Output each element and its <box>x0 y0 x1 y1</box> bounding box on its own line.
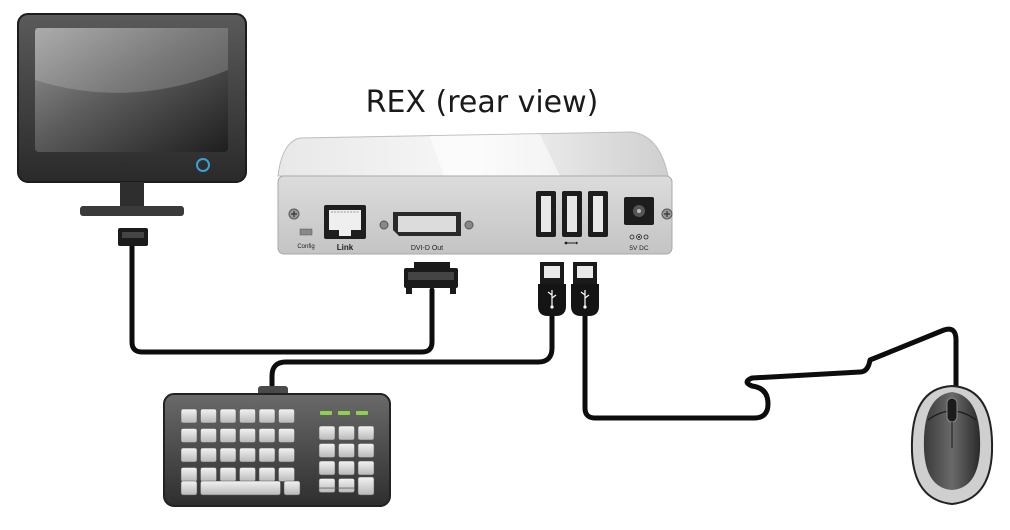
keyboard-key <box>357 425 375 441</box>
keyboard-key <box>180 447 198 463</box>
keyboard-key <box>258 428 276 443</box>
keyboard-key <box>357 460 375 476</box>
cables <box>129 243 959 421</box>
keyboard-key <box>357 476 375 496</box>
usb-icon <box>547 290 557 309</box>
keyboard-leds <box>320 411 368 415</box>
keyboard-key <box>278 428 295 443</box>
monitor-cable <box>129 243 435 355</box>
keyboard-keys <box>180 408 375 496</box>
keyboard-key <box>200 447 217 463</box>
screw-icon-right <box>661 208 673 220</box>
keyboard-key <box>219 447 237 463</box>
keyboard-key <box>338 478 355 493</box>
monitor-screen <box>35 28 228 152</box>
usb-icon <box>564 241 578 245</box>
keyboard-key <box>318 443 336 458</box>
keyboard-key <box>283 480 301 496</box>
monitor-neck <box>120 182 144 208</box>
rex-device: Config Link DVI-D Out <box>277 131 673 255</box>
dvi-out-port <box>379 212 474 236</box>
keyboard-key <box>200 408 217 424</box>
keyboard-key <box>278 447 295 463</box>
keyboard-key <box>338 443 355 458</box>
keyboard-key <box>258 467 276 482</box>
keyboard-key <box>338 425 355 441</box>
keyboard-key <box>278 467 295 482</box>
scroll-wheel <box>946 397 958 423</box>
power-port <box>624 197 654 225</box>
keyboard-key <box>338 460 355 476</box>
keyboard-key <box>180 467 198 482</box>
keyboard-key <box>278 408 295 424</box>
mouse-cable <box>582 313 959 421</box>
config-switch <box>299 228 313 236</box>
keyboard-key <box>180 428 198 443</box>
link-label: Link <box>337 243 354 252</box>
keyboard-key <box>258 447 276 463</box>
keyboard-key <box>318 460 336 476</box>
usb-plug-mouse <box>571 262 599 316</box>
monitor <box>17 13 247 246</box>
dvi-out-label: DVI-D Out <box>411 245 443 252</box>
keyboard-key <box>180 408 198 424</box>
link-port <box>324 205 366 239</box>
config-label: Config <box>297 244 314 250</box>
keyboard-key <box>219 467 237 482</box>
usb-icon <box>580 290 590 309</box>
keyboard-key <box>239 408 256 424</box>
keyboard <box>163 386 391 507</box>
monitor-power-icon <box>196 158 210 172</box>
keyboard-key <box>200 467 217 482</box>
usb-port-2 <box>562 191 582 237</box>
keyboard-key <box>318 478 336 493</box>
monitor-stand <box>80 206 184 216</box>
keyboard-key <box>239 447 256 463</box>
keyboard-key <box>357 443 375 458</box>
usb-plug-keyboard <box>538 262 566 316</box>
keyboard-key <box>200 428 217 443</box>
keyboard-cable <box>269 313 555 393</box>
screw-icon-left <box>288 208 300 220</box>
keyboard-key <box>239 467 256 482</box>
keyboard-key <box>200 480 281 496</box>
keyboard-key <box>318 425 336 441</box>
power-label: 5V DC <box>629 245 648 252</box>
keyboard-key <box>258 408 276 424</box>
keyboard-key <box>239 428 256 443</box>
usb-ports <box>536 191 608 245</box>
diagram-title: REX (rear view) <box>366 85 599 120</box>
usb-port-3 <box>588 191 608 237</box>
polarity-icon <box>629 234 649 240</box>
dvi-cable-plug <box>404 262 458 294</box>
usb-port-1 <box>536 191 556 237</box>
keyboard-key <box>219 408 237 424</box>
keyboard-key <box>180 480 198 496</box>
mouse <box>910 384 994 506</box>
keyboard-key <box>219 428 237 443</box>
